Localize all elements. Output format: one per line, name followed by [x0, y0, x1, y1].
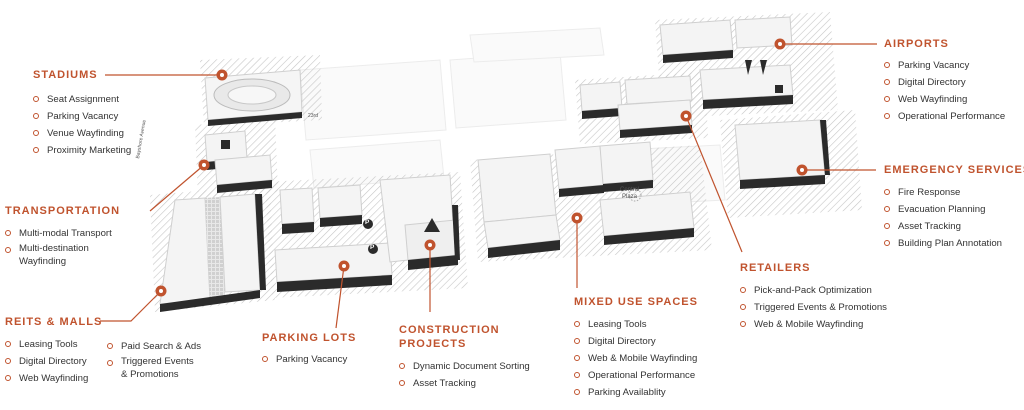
list-item: Fire Response	[884, 184, 1002, 201]
list-item: Evacuation Planning	[884, 201, 1002, 218]
list-item: Building Plan Annotation	[884, 235, 1002, 252]
emergency-marker	[796, 164, 808, 176]
mall-marker	[155, 285, 167, 297]
stadiums-list: Seat Assignment Parking Vacancy Venue Wa…	[33, 91, 131, 159]
list-item: Paid Search & Ads	[107, 338, 201, 355]
construction-building	[379, 174, 460, 270]
parking-symbol-1: P	[365, 219, 370, 226]
street-label-23rd: 23rd	[308, 113, 319, 119]
mixed-use-heading: MIXED USE SPACES	[574, 296, 698, 308]
construction-list: Dynamic Document Sorting Asset Tracking	[399, 358, 530, 392]
list-item: Parking Vacancy	[884, 57, 1005, 74]
leader-lines	[100, 43, 877, 329]
parking-list: Parking Vacancy	[262, 351, 347, 368]
parking-marker	[338, 260, 350, 272]
list-item: Proximity Marketing	[33, 142, 131, 159]
mixed-use-list: Leasing Tools Digital Directory Web & Mo…	[574, 316, 697, 401]
retail-marker	[680, 110, 692, 122]
map-symbols	[221, 85, 783, 254]
list-item: Dynamic Document Sorting	[399, 358, 530, 375]
mixed-use-marker	[571, 212, 583, 224]
list-item: Triggered Events& Promotions	[107, 355, 201, 381]
retailers-list: Pick-and-Pack Optimization Triggered Eve…	[740, 282, 887, 333]
airport-marker	[774, 38, 786, 50]
list-item: Web Wayfinding	[884, 91, 1005, 108]
stadium-building	[204, 69, 303, 126]
list-item: Multi-modal Transport	[5, 225, 112, 242]
retailers-heading: RETAILERS	[740, 262, 811, 274]
reits-malls-heading: REITS & MALLS	[5, 316, 103, 328]
plaza-label: Central	[620, 187, 640, 193]
emergency-building	[734, 119, 830, 189]
list-item: Asset Tracking	[884, 218, 1002, 235]
list-item: Leasing Tools	[574, 316, 697, 333]
list-item: Pick-and-Pack Optimization	[740, 282, 887, 299]
list-item: Operational Performance	[884, 108, 1005, 125]
plaza-label-2: Plaza	[622, 194, 638, 200]
construction-heading: CONSTRUCTION PROJECTS	[399, 323, 500, 351]
stadium-marker	[216, 69, 228, 81]
list-item: Digital Directory	[5, 353, 88, 370]
list-item: Venue Wayfinding	[33, 125, 131, 142]
mixed-use-buildings	[477, 141, 695, 258]
list-item: Digital Directory	[884, 74, 1005, 91]
list-item: Operational Performance	[574, 367, 697, 384]
retail-buildings	[579, 75, 693, 138]
construction-heading-line2: PROJECTS	[399, 338, 467, 350]
airports-heading: AIRPORTS	[884, 38, 949, 50]
transportation-heading: TRANSPORTATION	[5, 205, 121, 217]
list-item: Triggered Events & Promotions	[740, 299, 887, 316]
reits-list-right: Paid Search & Ads Triggered Events& Prom…	[107, 338, 201, 381]
transport-marker	[198, 159, 210, 171]
list-item: Digital Directory	[574, 333, 697, 350]
mall-building	[159, 193, 266, 312]
list-item: Web & Mobile Wayfinding	[574, 350, 697, 367]
list-item: Parking Vacancy	[262, 351, 347, 368]
parking-lots-heading: PARKING LOTS	[262, 332, 357, 344]
construction-heading-line1: CONSTRUCTION	[399, 324, 500, 336]
list-item: Asset Tracking	[399, 375, 530, 392]
list-item: Leasing Tools	[5, 336, 88, 353]
list-item: Parking Vacancy	[33, 108, 131, 125]
reits-list-left: Leasing Tools Digital Directory Web Wayf…	[5, 336, 88, 387]
list-item: Parking Availablity	[574, 384, 697, 401]
parking-symbol-2: P	[370, 244, 375, 251]
parking-buildings	[274, 184, 393, 292]
emergency-list: Fire Response Evacuation Planning Asset …	[884, 184, 1002, 252]
list-item: Web & Mobile Wayfinding	[740, 316, 887, 333]
location-markers	[155, 38, 808, 297]
emergency-services-heading: EMERGENCY SERVICES	[884, 164, 1024, 176]
construction-marker	[424, 239, 436, 251]
list-item: Seat Assignment	[33, 91, 131, 108]
list-item: Web Wayfinding	[5, 370, 88, 387]
stadiums-heading: STADIUMS	[33, 69, 98, 81]
airport-buildings	[659, 16, 794, 109]
airports-list: Parking Vacancy Digital Directory Web Wa…	[884, 57, 1005, 125]
